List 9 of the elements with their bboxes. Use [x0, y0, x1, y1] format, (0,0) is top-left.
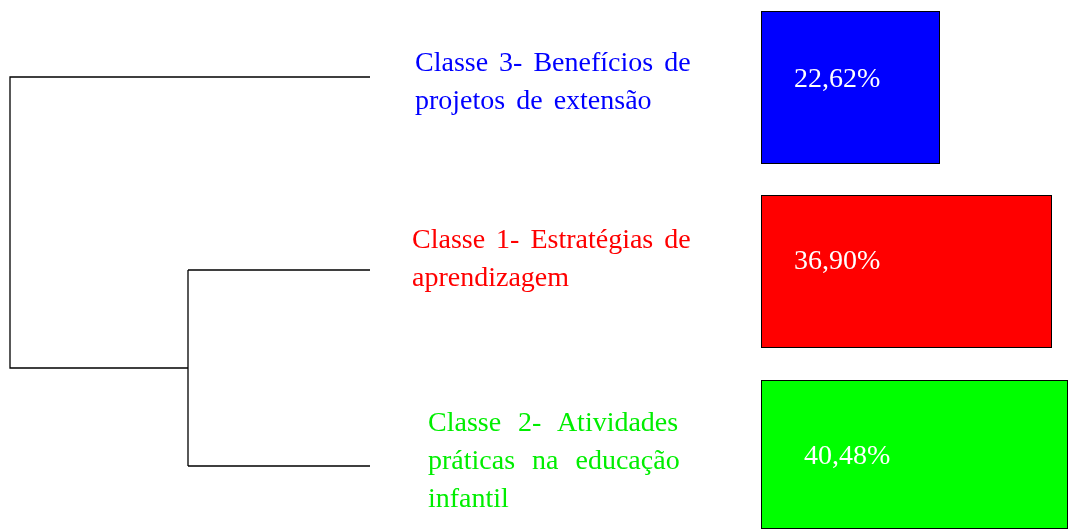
percentage-box — [761, 195, 1052, 348]
class-label: Classe 3- Benefícios de projetos de extensão — [415, 45, 692, 117]
class-label: Classe 2- Atividades práticas na educação infantil — [428, 405, 681, 515]
percentage-box — [761, 380, 1068, 529]
class-label: Classe 1- Estratégias de aprendizagem — [412, 222, 692, 294]
percentage-value: 36,90% — [794, 244, 881, 276]
percentage-box — [761, 11, 940, 164]
percentage-value: 40,48% — [804, 439, 891, 471]
percentage-value: 22,62% — [794, 62, 881, 94]
